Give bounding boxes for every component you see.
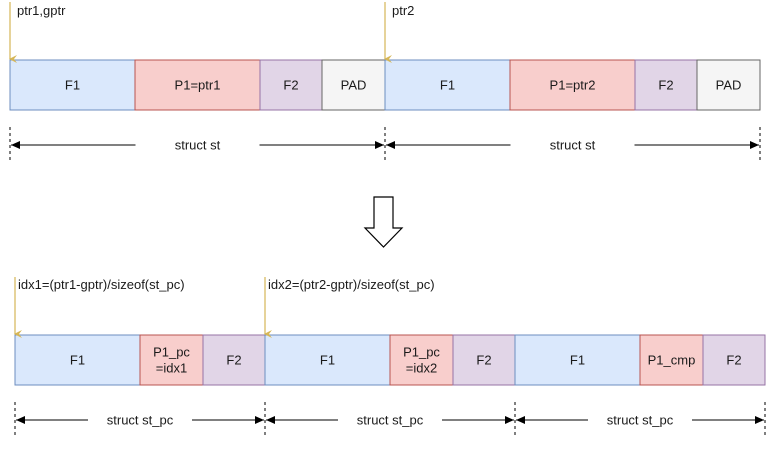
top-cell-label: P1=ptr1	[175, 77, 221, 92]
pointer-label: ptr1,gptr	[17, 3, 66, 18]
bottom-cell	[202, 334, 266, 386]
bottom-cell	[702, 334, 766, 386]
pointer-label: idx2=(ptr2-gptr)/sizeof(st_pc)	[268, 277, 435, 292]
span-arrowhead	[505, 416, 514, 424]
span-arrowhead	[11, 141, 20, 149]
top-cell-label: PAD	[341, 77, 367, 92]
top-cell-label: P1=ptr2	[550, 77, 596, 92]
top-cell	[509, 59, 636, 111]
top-cell	[634, 59, 698, 111]
top-cell	[696, 59, 761, 111]
top-cell-label: F2	[283, 77, 298, 92]
span-arrowhead	[516, 416, 525, 424]
span-label: struct st_pc	[607, 412, 674, 427]
span-arrowhead	[375, 141, 384, 149]
bottom-cell	[514, 334, 641, 386]
bottom-cell	[389, 334, 454, 386]
bottom-cell-label: =idx1	[156, 360, 187, 375]
span-arrowhead	[755, 416, 764, 424]
bottom-cell-label: P1_cmp	[648, 352, 696, 367]
span-arrowhead	[750, 141, 759, 149]
top-cell	[9, 59, 136, 111]
bottom-cell-label: =idx2	[406, 360, 437, 375]
pointer-label: idx1=(ptr1-gptr)/sizeof(st_pc)	[18, 277, 185, 292]
top-cell-label: F1	[65, 77, 80, 92]
bottom-cell-label: P1_pc	[153, 344, 190, 359]
down-arrow-icon	[363, 196, 404, 248]
span-label: struct st	[550, 137, 596, 152]
top-cell	[134, 59, 261, 111]
span-arrowhead	[255, 416, 264, 424]
span-arrowhead	[266, 416, 275, 424]
bottom-cell-label: F1	[70, 352, 85, 367]
bottom-cell-label: F2	[726, 352, 741, 367]
top-cell	[259, 59, 323, 111]
span-label: struct st_pc	[107, 412, 174, 427]
pointer-label: ptr2	[392, 3, 414, 18]
bottom-cell	[139, 334, 204, 386]
bottom-cell	[639, 334, 704, 386]
top-cell-label: PAD	[716, 77, 742, 92]
bottom-cell-label: F1	[320, 352, 335, 367]
top-cell-label: F2	[658, 77, 673, 92]
bottom-cell-label: F1	[570, 352, 585, 367]
bottom-cell	[14, 334, 141, 386]
span-label: struct st	[175, 137, 221, 152]
bottom-cell-label: P1_pc	[403, 344, 440, 359]
span-arrowhead	[16, 416, 25, 424]
top-cell	[384, 59, 511, 111]
span-label: struct st_pc	[357, 412, 424, 427]
top-cell-label: F1	[440, 77, 455, 92]
bottom-cell-label: F2	[226, 352, 241, 367]
span-arrowhead	[386, 141, 395, 149]
bottom-cell-label: F2	[476, 352, 491, 367]
